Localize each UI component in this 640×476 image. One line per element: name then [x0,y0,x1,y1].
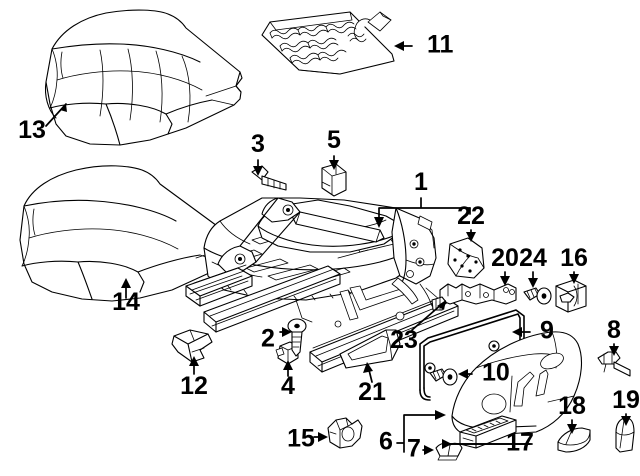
callout-label-5: 5 [327,126,341,154]
part-24-screw [523,287,552,305]
callout-label-19: 19 [612,386,640,414]
part-7-retainer-clip [435,442,463,461]
callout-label-21: 21 [358,378,386,406]
callout-leaders [45,41,631,455]
part-11-seat-heater-pad [261,11,395,75]
callout-label-22: 22 [457,202,485,230]
callout-label-3: 3 [251,130,265,158]
part-16-latch-block [555,279,587,313]
callout-label-13: 13 [18,116,46,144]
callout-label-8: 8 [607,316,621,344]
callout-label-7: 7 [407,435,421,463]
callout-label-24: 24 [519,244,547,272]
part-13-seat-cushion-cover [44,9,243,146]
callout-label-1: 1 [414,168,428,196]
callout-label-20: 20 [491,244,519,272]
part-21-track-trim-cover [339,329,401,369]
part-18-switch-knob-cap [557,427,591,453]
part-20-mounting-bracket [439,283,517,305]
callout-label-14: 14 [112,288,140,316]
callout-label-16: 16 [560,244,588,272]
callout-label-18: 18 [558,392,586,420]
part-6-side-trim-panel [451,331,583,437]
callout-labels: 13 14 11 3 5 1 22 20 24 16 8 9 10 23 2 4… [18,31,640,463]
part-2-screw [287,318,307,357]
callout-label-12: 12 [180,372,208,400]
callout-label-6: 6 [379,428,393,456]
part-22-pivot-bracket [447,237,485,279]
part-10-screw [429,368,458,386]
callout-label-11: 11 [427,31,454,59]
callout-label-9: 9 [540,317,554,345]
callout-label-2: 2 [261,325,275,353]
callout-label-15: 15 [287,425,315,453]
part-15-seat-motor-actuator [327,417,363,449]
part-3-bolt [251,165,287,191]
callout-label-23: 23 [390,326,418,354]
part-1-seat-frame-track-assembly [185,197,459,373]
part-8-push-pin-fastener [597,351,631,377]
part-12-corner-trim-cap [171,329,213,363]
callout-label-4: 4 [281,372,295,400]
callout-label-17: 17 [506,429,534,457]
callout-label-10: 10 [482,359,510,387]
